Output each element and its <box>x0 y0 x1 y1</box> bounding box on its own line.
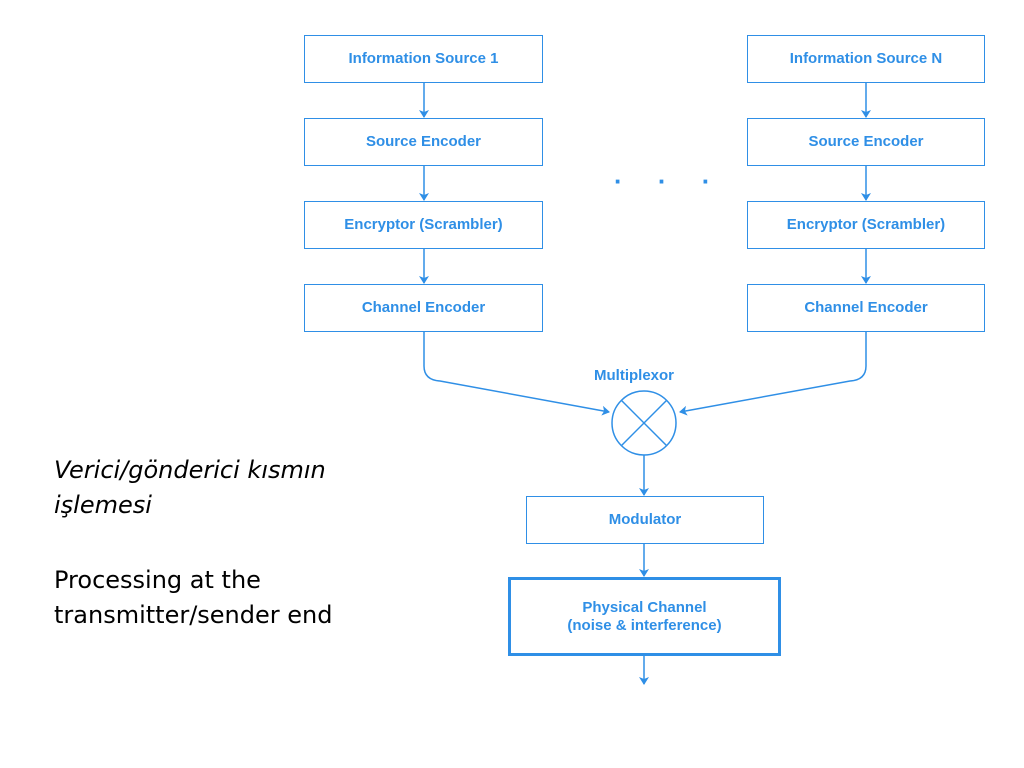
multiplexor-label: Multiplexor <box>594 367 675 384</box>
modulator-box: Modulator <box>526 496 764 544</box>
ellipsis: · · · <box>614 166 725 196</box>
information-source-1-box: Information Source 1 <box>304 35 543 83</box>
physical-channel-title: Physical Channel <box>582 598 707 616</box>
arrow-right-to-multiplexor <box>679 331 867 416</box>
information-source-n-box: Information Source N <box>747 35 985 83</box>
physical-channel-subtitle: (noise & interference) <box>567 616 722 634</box>
channel-encoder-n-box: Channel Encoder <box>747 284 985 332</box>
physical-channel-box: Physical Channel (noise & interference) <box>508 577 781 656</box>
caption-turkish: Verici/gönderici kısmın işlemesi <box>54 456 326 519</box>
encryptor-1-box: Encryptor (Scrambler) <box>304 201 543 249</box>
source-encoder-1-box: Source Encoder <box>304 118 543 166</box>
arrow-left-to-multiplexor <box>423 331 610 416</box>
encryptor-n-box: Encryptor (Scrambler) <box>747 201 985 249</box>
caption-english: Processing at the transmitter/sender end <box>54 566 333 629</box>
source-encoder-n-box: Source Encoder <box>747 118 985 166</box>
channel-encoder-1-box: Channel Encoder <box>304 284 543 332</box>
